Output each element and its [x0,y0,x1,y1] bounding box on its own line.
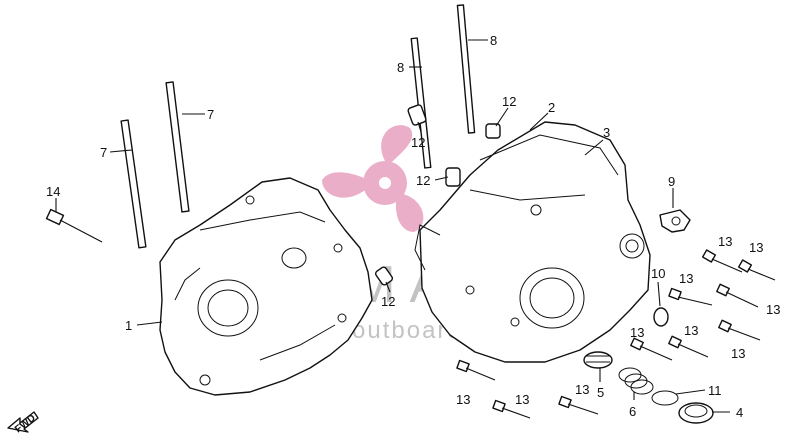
bolt-14 [45,208,103,243]
watermark-propeller-logo [322,125,424,232]
bolt-13-c [668,287,713,306]
left-crankcase [159,177,373,396]
leader-lines [55,39,730,413]
part-4-drain-cap [678,402,714,424]
part-11-oring [651,390,679,406]
callout-8-a: 8 [397,60,404,75]
callout-13-f: 13 [630,325,644,340]
callout-14: 14 [46,184,60,199]
callout-3: 3 [603,125,610,140]
callout-12-b: 12 [411,135,425,150]
callout-2: 2 [548,100,555,115]
stud-bolts [120,4,476,249]
bolt-13-a [701,249,743,273]
part-10-collar [653,307,669,327]
callout-12-d: 12 [381,294,395,309]
part-5-spring-filter [583,351,613,369]
bolt-13-i [492,399,531,419]
small-parts [583,209,714,424]
callout-13-a: 13 [718,234,732,249]
bolt-13-b [737,259,776,281]
callout-13-g: 13 [731,346,745,361]
bolt-13-h [456,359,496,381]
part-6-spring [618,367,654,395]
bolt-13-j [558,395,599,415]
callout-12-a: 12 [502,94,516,109]
bolt-13-d [716,283,759,308]
callout-13-c: 13 [679,271,693,286]
callout-13-b: 13 [749,240,763,255]
callout-4: 4 [736,405,743,420]
fwd-arrow: FWD [7,411,39,435]
callouts: 1 2 3 4 5 6 7 7 8 8 9 10 11 12 12 12 12 … [46,33,780,420]
callout-8-b: 8 [490,33,497,48]
callout-13-j: 13 [515,392,529,407]
bolt-13-e [718,319,761,341]
callout-10: 10 [651,266,665,281]
callout-11: 11 [708,383,722,398]
callout-13-e: 13 [684,323,698,338]
callout-13-i: 13 [575,382,589,397]
callout-9: 9 [668,174,675,189]
part-9-clip [659,209,691,233]
callout-13-d: 13 [766,302,780,317]
bolt-13-g [630,337,673,361]
callout-1: 1 [125,318,132,333]
right-crankcase [414,121,651,363]
bolts [45,208,776,419]
callout-12-c: 12 [416,173,430,188]
callout-5: 5 [597,385,604,400]
callout-7-b: 7 [207,107,214,122]
bolt-13-f [668,335,709,358]
callout-7-a: 7 [100,145,107,160]
callout-13-h: 13 [456,392,470,407]
callout-6: 6 [629,404,636,419]
